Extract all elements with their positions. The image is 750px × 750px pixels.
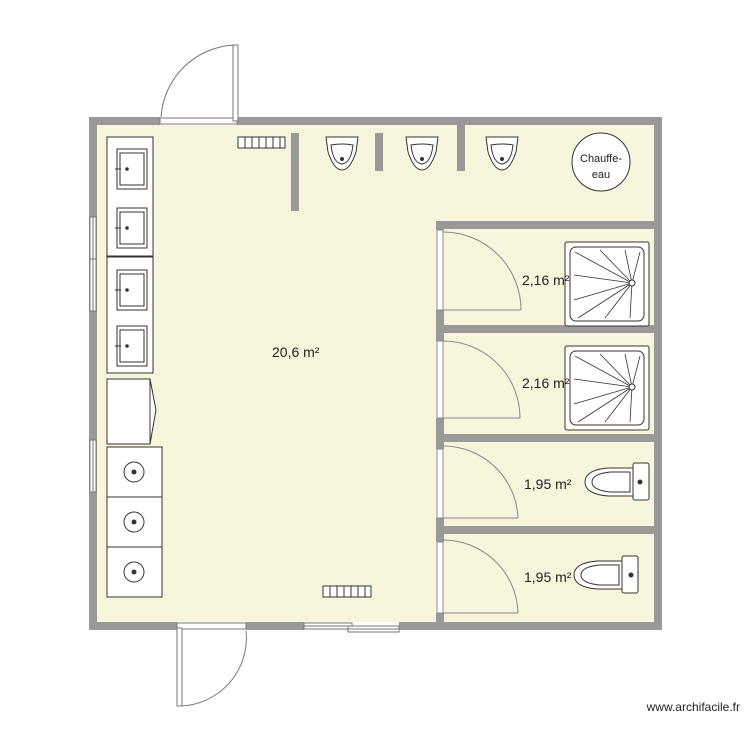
water-heater-label-line2: eau xyxy=(592,169,610,181)
toilet-2-area-label: 1,95 m² xyxy=(524,569,572,585)
radiators xyxy=(237,136,372,598)
partition-horizontal xyxy=(436,325,662,333)
partition-horizontal xyxy=(436,526,662,534)
wall-left xyxy=(89,117,97,630)
sink-2 xyxy=(115,207,148,249)
entrance-doors xyxy=(159,44,247,707)
wall-top-left xyxy=(89,117,160,125)
partition-vertical xyxy=(436,613,444,630)
shower-tray-1 xyxy=(564,241,650,327)
urinal-divider xyxy=(457,125,465,171)
shower-trays xyxy=(564,241,650,431)
door-bottom-swing xyxy=(179,630,247,707)
sink-4 xyxy=(115,325,148,367)
partition-horizontal xyxy=(436,221,662,229)
water-heater-label-line1: Chauffe- xyxy=(580,153,622,165)
door-bottom-leaf xyxy=(176,627,183,707)
washing-machine-1 xyxy=(106,446,163,498)
sink-1 xyxy=(115,148,148,190)
wall-bottom-mid xyxy=(246,622,304,630)
sink-3 xyxy=(115,269,148,311)
radiator-top xyxy=(237,136,286,149)
sinks xyxy=(106,136,154,374)
shower-tray-2 xyxy=(564,345,650,431)
cubicle-doors xyxy=(436,229,522,614)
windows xyxy=(89,216,400,633)
urinal-3 xyxy=(485,136,519,171)
urinal-1 xyxy=(325,136,359,171)
toilet-1-area-label: 1,95 m² xyxy=(524,476,572,492)
washing-machine-3 xyxy=(106,546,163,598)
radiator-bottom xyxy=(322,585,372,598)
room-labels: 20,6 m² 2,16 m² 2,16 m² 1,95 m² 1,95 m² xyxy=(272,272,572,585)
wall-bottom-left xyxy=(89,622,177,630)
partition-horizontal xyxy=(436,434,662,442)
toilets xyxy=(573,462,650,594)
shower-1-area-label: 2,16 m² xyxy=(522,272,570,288)
washing-machines xyxy=(106,446,163,598)
watermark: www.archifacile.fr xyxy=(646,700,740,714)
wall-bottom-right xyxy=(399,622,662,630)
main-room-area-label: 20,6 m² xyxy=(272,344,320,360)
door-top-leaf xyxy=(232,44,239,122)
wall-top-right xyxy=(237,117,662,125)
water-heater: Chauffe- eau xyxy=(571,132,631,192)
urinal-divider xyxy=(291,133,299,211)
washing-machine-2 xyxy=(106,496,163,548)
partition-vertical xyxy=(436,418,444,449)
wall-right xyxy=(654,117,662,630)
urinal-divider xyxy=(375,133,383,171)
urinals xyxy=(325,136,519,171)
shower-2-area-label: 2,16 m² xyxy=(522,375,570,391)
toilet-1 xyxy=(584,462,650,501)
bench xyxy=(106,378,157,445)
door-top-swing xyxy=(160,44,236,118)
toilet-2 xyxy=(573,555,639,594)
walls xyxy=(89,117,662,630)
urinal-2 xyxy=(405,136,439,171)
